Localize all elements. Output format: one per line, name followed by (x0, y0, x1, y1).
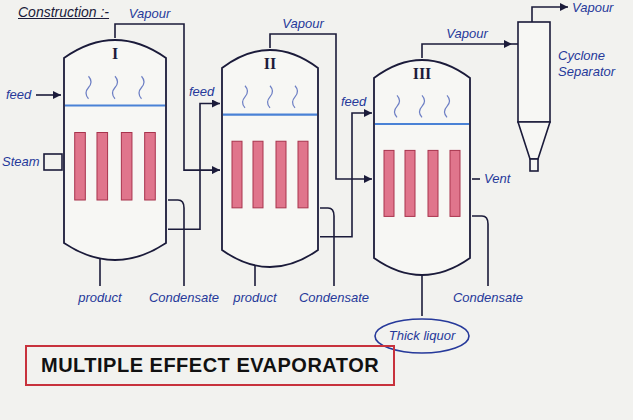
label-holder: Vapour (572, 0, 613, 15)
vapour-outlet (532, 7, 568, 14)
stream-label: feed (6, 87, 31, 102)
label-holder: Vapour (127, 6, 172, 21)
stream-label: feed (341, 94, 366, 109)
section-heading: Construction :- (18, 4, 109, 20)
outlet-label: Condensate (299, 290, 369, 305)
condensate-pipe (472, 216, 488, 286)
condensate-pipe (168, 200, 184, 286)
outlet-label: Condensate (149, 290, 219, 305)
outlet-label: product (78, 290, 121, 305)
edge-label: Vapour (127, 6, 172, 21)
vent-label: Vent (484, 171, 510, 186)
label-holder: feed (189, 84, 214, 99)
label-holder: Condensate (453, 290, 523, 305)
stream-label: Vapour (572, 0, 613, 15)
edge-label: Vapour (280, 16, 325, 31)
label-holder: feed (341, 94, 366, 109)
label-holder: Vapour (444, 26, 489, 41)
evaporator-vessel: II (220, 48, 320, 270)
product-pipe (254, 265, 256, 286)
label-holder: product (78, 290, 121, 305)
vessel-outline (372, 58, 472, 278)
outlet-label: Condensate (453, 290, 523, 305)
edge-label: Vapour (444, 26, 489, 41)
condensate-pipe (320, 208, 334, 286)
title-box: MULTIPLE EFFECT EVAPORATOR (25, 345, 395, 386)
part-name: Cyclone Separator (558, 14, 626, 80)
stream-label: Steam (2, 154, 40, 169)
outlet-label: Thick liquor (389, 328, 455, 343)
label-holder: Construction :- (18, 4, 109, 20)
label-holder: feed (6, 87, 31, 102)
vessel-outline (62, 38, 168, 263)
outlet-label: product (233, 290, 276, 305)
vessel-outline (220, 48, 320, 270)
vent-pipe (472, 178, 480, 180)
thick-liquor-pipe (421, 276, 423, 316)
effect-number: II (220, 48, 320, 73)
stream-label: feed (189, 84, 214, 99)
label-holder: Vent (484, 171, 510, 186)
product-pipe (99, 258, 101, 286)
evaporator-vessel: I (62, 38, 168, 263)
label-holder: Steam (2, 154, 40, 169)
pipe-connector (320, 113, 372, 237)
label-holder: product (233, 290, 276, 305)
effect-number: I (62, 38, 168, 63)
label-holder: Condensate (149, 290, 219, 305)
cyclone-outline (512, 14, 628, 184)
pipe-connector (422, 44, 512, 58)
label-holder: Thick liquor (389, 328, 455, 343)
effect-number: III (372, 58, 472, 83)
cyclone-separator: Cyclone Separator (512, 14, 628, 184)
label-holder: Vapour (280, 16, 325, 31)
steam-pipe (44, 154, 62, 170)
label-holder: Condensate (299, 290, 369, 305)
evaporator-vessel: III (372, 58, 472, 278)
highlight-ellipse (375, 319, 469, 353)
diagram-title: MULTIPLE EFFECT EVAPORATOR (41, 354, 379, 377)
pipe-connector (168, 104, 220, 230)
feed-arrow (36, 94, 61, 96)
